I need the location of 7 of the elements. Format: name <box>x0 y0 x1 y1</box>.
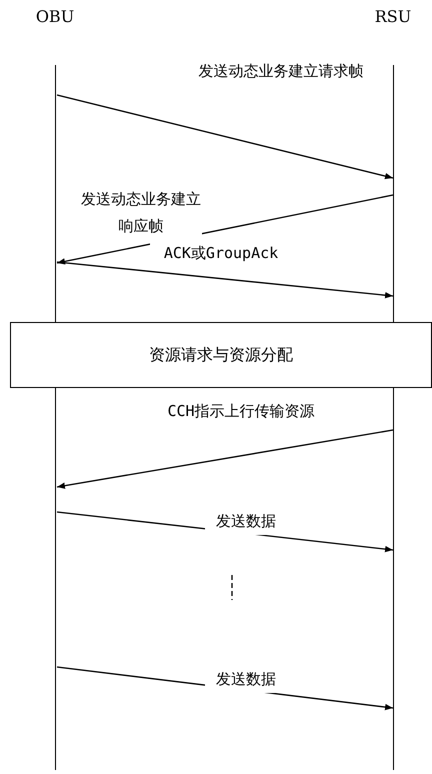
message-arrow <box>56 261 394 298</box>
message-arrow <box>56 429 394 489</box>
message-arrow <box>56 94 394 180</box>
process-box <box>10 322 432 388</box>
lifeline-label: RSU <box>374 7 412 26</box>
process-label: 资源请求与资源分配 <box>149 344 293 366</box>
lifeline-label: OBU <box>34 7 76 26</box>
